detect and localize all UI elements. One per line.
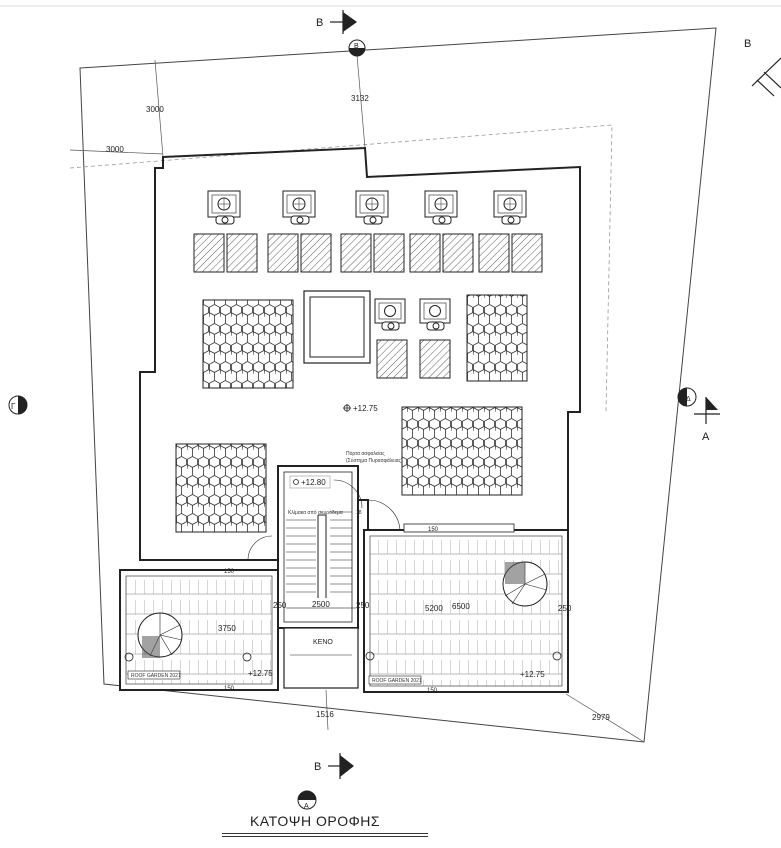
door-note: Πόρτα ασφαλείας (Σύστημα Πυρασφάλειας) (346, 450, 403, 464)
void-area: ΚΕΝΟ (283, 627, 359, 689)
title-underline-top (222, 833, 428, 834)
stair-step-top: 18 (356, 510, 362, 516)
dim-wall-left: 250 (273, 601, 287, 610)
dim-right-terrace-b: 6500 (452, 602, 470, 611)
elevation-mark-roof: +12.75 (343, 404, 378, 413)
level-mark-bottom-left: 150 (224, 686, 235, 692)
section-marker-corner: B (744, 38, 781, 97)
level-mark-top-left: 150 (224, 569, 235, 575)
honeycomb-collectors (175, 294, 528, 533)
svg-text:B: B (354, 43, 359, 50)
section-marker-bottom: Β A (297, 753, 354, 810)
section-marker-top: Β B (316, 10, 366, 57)
dim-bottom-right: 2979 (592, 713, 610, 722)
drawing-title: ΚΑΤΟΨΗ ΟΡΟΦΗΣ (249, 813, 381, 829)
elevation-landing: +12.80 (301, 478, 326, 487)
svg-text:Δ: Δ (686, 396, 691, 403)
svg-text:B: B (744, 38, 751, 50)
svg-text:A: A (702, 431, 710, 443)
dim-top-left-vertical: 3000 (146, 105, 164, 114)
dim-stair-width: 2500 (312, 600, 330, 609)
svg-text:Πόρτα ασφαλείας: Πόρτα ασφαλείας (346, 450, 385, 457)
dim-bottom-center: 1516 (316, 710, 334, 719)
solar-panels-middle (376, 339, 451, 379)
title-underline-bottom (222, 836, 428, 837)
svg-text:(Σύστημα Πυρασφάλειας): (Σύστημα Πυρασφάλειας) (346, 457, 403, 464)
dim-top-left-horizontal: 3000 (106, 145, 124, 154)
dim-left-terrace: 3750 (218, 624, 236, 633)
stair-note: Κλίμακα από σκυρόδεμα (288, 509, 343, 516)
ac-units-middle (374, 298, 451, 331)
setback-outline (69, 124, 613, 413)
elevation-roof: +12.75 (353, 404, 378, 413)
svg-text:Γ: Γ (11, 402, 16, 411)
dim-wall-right: 250 (558, 604, 572, 613)
elevation-mark-landing: +12.80 (289, 475, 331, 489)
svg-text:Β: Β (314, 761, 321, 773)
dim-right-terrace-a: 5200 (425, 604, 443, 613)
left-garden-label: ROOF GARDEN 2021 (131, 673, 181, 679)
ac-units-row (207, 190, 527, 225)
section-marker-left: Γ (8, 395, 28, 415)
left-roof-garden: ROOF GARDEN 2021 +12.75 (119, 569, 279, 691)
elevation-left-garden: +12.75 (248, 669, 273, 678)
level-mark-bottom-right: 150 (427, 688, 438, 694)
level-mark-top-right: 150 (428, 527, 439, 533)
svg-text:Β: Β (316, 17, 323, 29)
dimension-texts: 3000 3000 3132 1516 2979 2500 250 250 25… (106, 94, 610, 722)
solar-panels-row (193, 233, 543, 273)
section-marker-right: Δ A (677, 387, 720, 443)
void-label: ΚΕΝΟ (313, 639, 333, 646)
dim-wall-center: 250 (356, 601, 370, 610)
svg-text:A: A (304, 803, 309, 810)
roof-hatch (303, 290, 371, 364)
elevation-right-garden: +12.75 (520, 670, 545, 679)
right-garden-label: ROOF GARDEN 2021 (372, 678, 422, 684)
dim-top-center: 3132 (351, 94, 369, 103)
right-roof-garden: ROOF GARDEN 2021 +12.75 (363, 523, 569, 693)
